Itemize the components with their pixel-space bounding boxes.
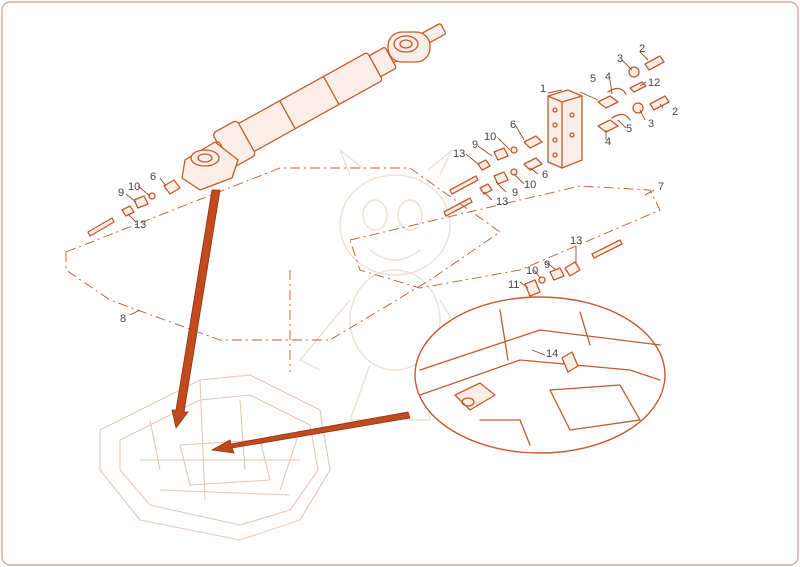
valve-block: [547, 89, 583, 169]
machine-frame: [99, 374, 331, 541]
callout-13: 13: [453, 148, 465, 160]
cylinder-base-eye: [181, 141, 239, 191]
cylinder-rod-eye: [387, 31, 431, 63]
callout-5: 5: [590, 73, 596, 85]
callout-2: 2: [639, 43, 645, 55]
callout-10: 10: [128, 181, 140, 193]
callout-7: 7: [658, 181, 664, 193]
hose-rods: [87, 175, 623, 259]
hose-route-7: [349, 185, 661, 289]
callout-6: 6: [510, 119, 516, 131]
hydraulic-cylinder: [181, 23, 447, 191]
callout-1: 1: [540, 83, 546, 95]
callout-3: 3: [617, 53, 623, 65]
callout-9: 9: [118, 187, 124, 199]
callout-6: 6: [150, 171, 156, 183]
callout-11: 11: [508, 279, 519, 291]
callout-13: 13: [570, 235, 582, 247]
hose-route-8: [65, 167, 501, 341]
callout-2: 2: [672, 106, 678, 118]
pointer-arrows: [171, 189, 411, 454]
arrow-cylinder-to-frame: [171, 189, 221, 429]
callout-9: 9: [512, 187, 518, 199]
callout-12: 12: [648, 77, 660, 89]
callout-4: 4: [605, 71, 611, 83]
detail-circle: [414, 296, 666, 454]
callout-10: 10: [524, 179, 536, 191]
callout-9: 9: [472, 139, 478, 151]
callout-13: 13: [496, 196, 508, 208]
callout-13: 13: [134, 219, 146, 231]
callout-8: 8: [120, 313, 126, 325]
callout-5: 5: [626, 123, 632, 135]
callouts: 1 2 2 3 3 4 4 5 5 6 6 6 7 8 9 9 9 9 10 1…: [118, 43, 678, 360]
leader-lines: [125, 51, 664, 356]
callout-6: 6: [542, 169, 548, 181]
callout-10: 10: [526, 265, 538, 277]
callout-3: 3: [648, 118, 654, 130]
callout-4: 4: [605, 136, 611, 148]
callout-14: 14: [546, 348, 558, 360]
arrow-detail-to-frame: [210, 411, 411, 454]
callout-9: 9: [544, 259, 550, 271]
callout-10: 10: [484, 131, 496, 143]
